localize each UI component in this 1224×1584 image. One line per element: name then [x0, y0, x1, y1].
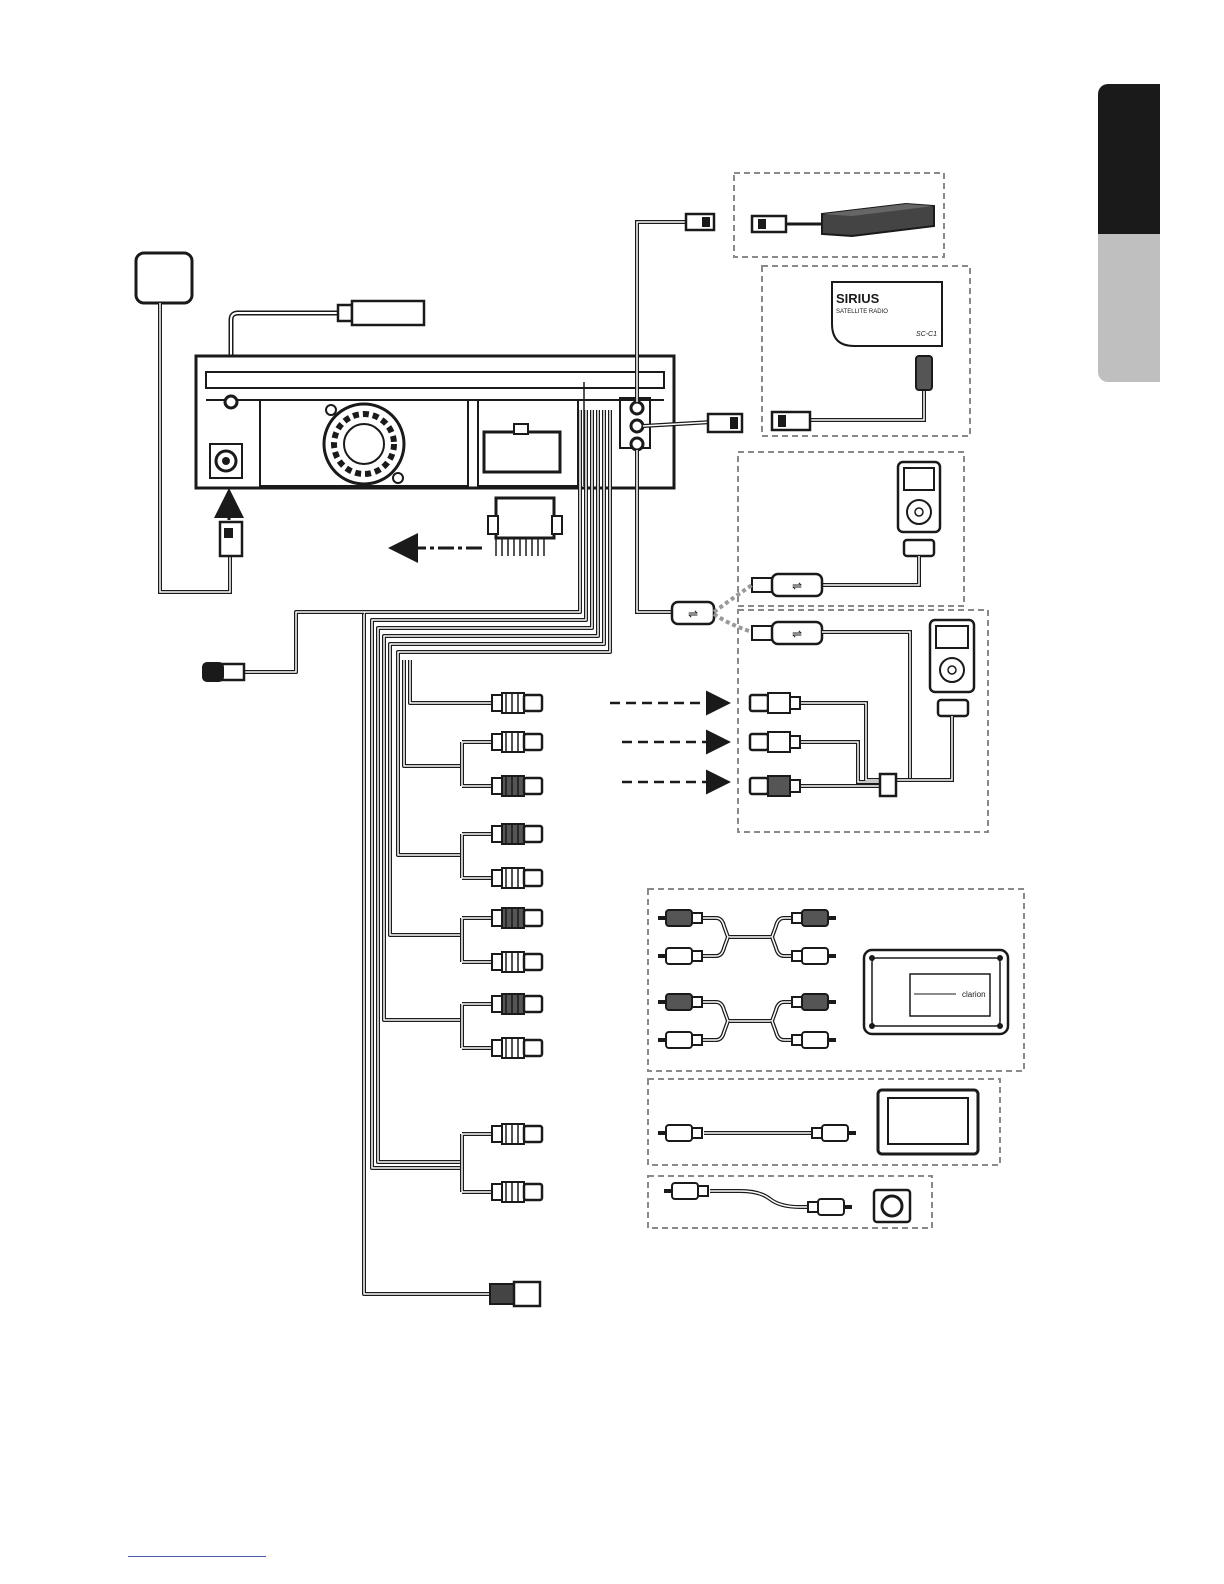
- rca-jack-icon: [492, 994, 542, 1014]
- rca-jack-icon: [492, 1182, 542, 1202]
- cooling-fan-icon: [324, 404, 404, 484]
- footer-rule: [128, 1556, 266, 1557]
- rca-jack-group: [492, 693, 542, 1202]
- svg-text:⇌: ⇌: [688, 607, 698, 621]
- antenna-jack-icon: [210, 444, 242, 478]
- usb-plug-unit: ⇌: [672, 602, 714, 624]
- rca-plug-icon: [658, 910, 702, 926]
- sirius-brand-text: SIRIUS: [836, 291, 880, 306]
- male-rca-plugs: [658, 910, 856, 1215]
- rca-jack-icon: [492, 868, 542, 888]
- rca-jack-icon: [492, 1038, 542, 1058]
- rca-jack-icon: [492, 824, 542, 844]
- bus-plug-top: [686, 214, 714, 230]
- ipod-icon-1: [898, 462, 940, 532]
- gps-plug-icon: [220, 522, 242, 556]
- rca-jack-icon: [492, 952, 542, 972]
- box-sirius-tuner: SIRIUS SATELLITE RADIO SC-C1: [762, 266, 970, 436]
- rca-jack-icon: [492, 1124, 542, 1144]
- rca-jack-icon: [492, 776, 542, 796]
- rca-plug-icon: [792, 1032, 836, 1048]
- rca-plug-icon: [658, 994, 702, 1010]
- box-monitor: [648, 1079, 1000, 1165]
- rca-plug-icon: [750, 776, 800, 796]
- ipod-rca-plugs: [750, 693, 800, 796]
- rca-plug-icon: [792, 994, 836, 1010]
- ipod-icon-2: [930, 620, 974, 692]
- sirius-tuner-card: SIRIUS SATELLITE RADIO SC-C1: [832, 282, 942, 346]
- sirius-subtitle-text: SATELLITE RADIO: [836, 309, 888, 315]
- bottom-jack: [490, 1282, 540, 1306]
- rca-plug-icon: [658, 1032, 702, 1048]
- rca-plug-icon: [750, 732, 800, 752]
- rca-jack-icon: [492, 908, 542, 928]
- rca-plug-icon: [658, 948, 702, 964]
- svg-text:⇌: ⇌: [792, 627, 802, 641]
- rca-jack-icon: [492, 732, 542, 752]
- usb-plug-2-icon: ⇌: [752, 622, 822, 644]
- rca-plug-icon: [792, 910, 836, 926]
- rca-plug-icon: [658, 1125, 702, 1141]
- power-connector: [394, 498, 562, 556]
- rca-plug-icon: [664, 1183, 708, 1199]
- camera-icon: [874, 1190, 910, 1222]
- rca-plug-icon: [750, 693, 800, 713]
- dashed-arrows: [610, 703, 726, 782]
- rca-jack-icon: [492, 693, 542, 713]
- rca-plug-icon: [812, 1125, 856, 1141]
- sirius-plug-unit: [708, 414, 742, 432]
- monitor-icon: [878, 1090, 978, 1154]
- sirius-model-text: SC-C1: [916, 331, 937, 338]
- box-cenet-device: [734, 173, 944, 257]
- amplifier-icon: clarion: [864, 950, 1008, 1034]
- changer-box-icon: [822, 204, 934, 236]
- rca-plug-icon: [808, 1199, 852, 1215]
- rca-plug-icon: [792, 948, 836, 964]
- remote-lead-plug: [202, 662, 244, 682]
- box-ipod-usb: ⇌: [738, 452, 964, 606]
- usb-plug-1-icon: ⇌: [752, 574, 822, 596]
- wire-harness: [244, 410, 610, 1294]
- svg-text:⇌: ⇌: [792, 579, 802, 593]
- amp-brand-text: clarion: [962, 990, 986, 999]
